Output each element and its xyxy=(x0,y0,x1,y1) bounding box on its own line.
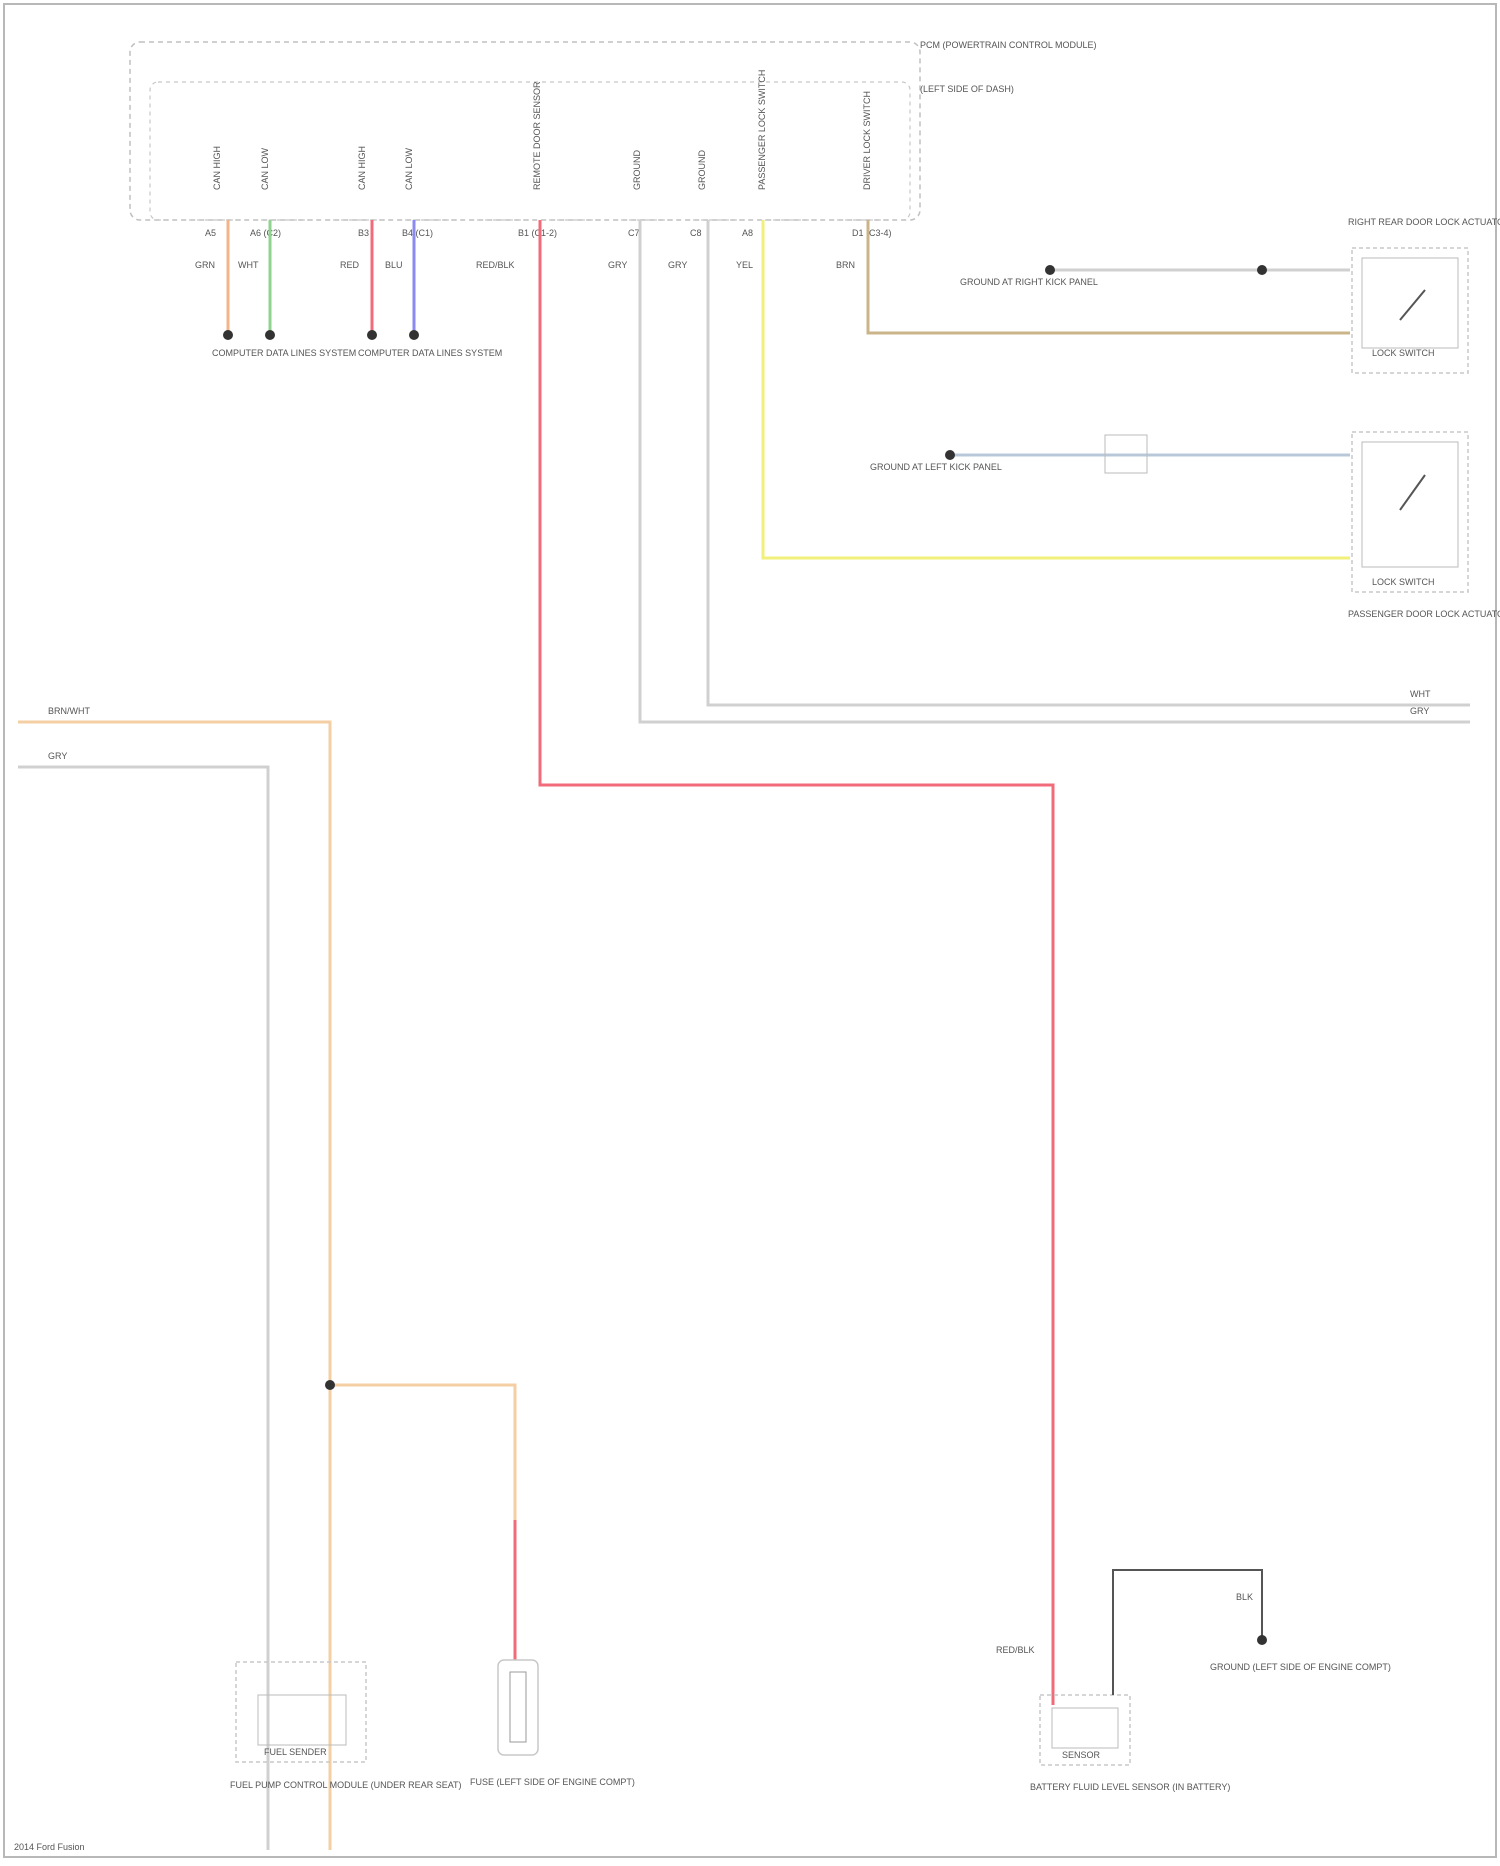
actuator1-sub: LOCK SWITCH xyxy=(1372,348,1435,358)
wire-label-3: RED xyxy=(340,260,360,270)
wire-label-7: GRY xyxy=(668,260,687,270)
batt-sub: SENSOR xyxy=(1062,1750,1101,1760)
terminal-label-4: B4 (C1) xyxy=(402,228,433,238)
wire-to-fuse xyxy=(330,1385,515,1520)
terminal-label-9: D1 (C3-4) xyxy=(852,228,892,238)
switch-contact xyxy=(1400,290,1425,320)
pin-label-5: REMOTE DOOR SENSOR xyxy=(532,81,542,190)
wire-gray-left xyxy=(18,767,268,1850)
wire-red-black-long xyxy=(540,220,1053,1705)
pin-label-1: CAN HIGH xyxy=(212,146,222,190)
actuator1-title: RIGHT REAR DOOR LOCK ACTUATOR xyxy=(1348,217,1500,227)
fuse-element xyxy=(510,1672,526,1742)
module-sub: (LEFT SIDE OF DASH) xyxy=(920,84,1014,94)
actuator2-sub: LOCK SWITCH xyxy=(1372,577,1435,587)
fuse-title: FUSE (LEFT SIDE OF ENGINE COMPT) xyxy=(470,1777,635,1787)
batt-blk-label: BLK xyxy=(1236,1592,1253,1602)
dest-label-1: COMPUTER DATA LINES SYSTEM xyxy=(212,348,356,358)
batt-ground-label: GROUND (LEFT SIDE OF ENGINE COMPT) xyxy=(1210,1662,1391,1672)
wire-label-9: BRN xyxy=(836,260,855,270)
wire-label-2: WHT xyxy=(238,260,259,270)
pin-label-4: CAN LOW xyxy=(404,147,414,190)
batt-title: BATTERY FLUID LEVEL SENSOR (IN BATTERY) xyxy=(1030,1782,1230,1792)
pin-label-2: CAN LOW xyxy=(260,147,270,190)
pin-label-8: PASSENGER LOCK SWITCH xyxy=(757,70,767,190)
right-label-2: GRY xyxy=(1410,706,1429,716)
ground-dot xyxy=(1257,265,1267,275)
fuse-block: FUSE (LEFT SIDE OF ENGINE COMPT) xyxy=(470,1660,635,1787)
switch-box xyxy=(1362,442,1458,567)
actuator2-ground: GROUND AT LEFT KICK PANEL xyxy=(870,462,1002,472)
footer-label: 2014 Ford Fusion xyxy=(14,1842,85,1852)
terminal-label-3: B3 xyxy=(358,228,369,238)
can-lines-group-1: COMPUTER DATA LINES SYSTEM xyxy=(212,220,356,358)
module-title: PCM (POWERTRAIN CONTROL MODULE) xyxy=(920,40,1097,50)
pin-label-7: GROUND xyxy=(697,150,707,190)
ground-dot xyxy=(945,450,955,460)
input-label-1: BRN/WHT xyxy=(48,706,90,716)
passenger-actuator: PASSENGER DOOR LOCK ACTUATOR LOCK SWITCH… xyxy=(870,432,1500,619)
batt-sensor-box xyxy=(1052,1708,1118,1748)
switch-contact xyxy=(1400,475,1425,510)
fpc-sender-box xyxy=(258,1695,346,1745)
wire-light-orange xyxy=(18,722,330,1850)
actuator1-ground: GROUND AT RIGHT KICK PANEL xyxy=(960,277,1098,287)
dest-label-2: COMPUTER DATA LINES SYSTEM xyxy=(358,348,502,358)
terminal-label-8: A8 xyxy=(742,228,753,238)
right-label-1: WHT xyxy=(1410,689,1431,699)
pin-label-9: DRIVER LOCK SWITCH xyxy=(862,91,872,190)
wire-gray-2 xyxy=(708,220,1470,705)
actuator-box xyxy=(1352,432,1468,592)
fuel-pump-module: FUEL SENDER FUEL PUMP CONTROL MODULE (UN… xyxy=(230,1662,462,1790)
ground-dot xyxy=(1045,265,1055,275)
batt-ground-wire xyxy=(1113,1570,1262,1695)
splice-dot xyxy=(367,330,377,340)
wire-label-5: RED/BLK xyxy=(476,260,515,270)
splice-dot xyxy=(223,330,233,340)
fuse-box xyxy=(498,1660,538,1755)
terminal-label-5: B1 (C1-2) xyxy=(518,228,557,238)
terminal-label-2: A6 (C2) xyxy=(250,228,281,238)
wire-label-8: YEL xyxy=(736,260,753,270)
fpc-title: FUEL PUMP CONTROL MODULE (UNDER REAR SEA… xyxy=(230,1780,462,1790)
pin-label-6: GROUND xyxy=(632,150,642,190)
terminal-label-6: C7 xyxy=(628,228,640,238)
input-label-2: GRY xyxy=(48,751,67,761)
wire-label-4: BLU xyxy=(385,260,403,270)
terminal-label-7: C8 xyxy=(690,228,702,238)
wire-label-6: GRY xyxy=(608,260,627,270)
splice-dot xyxy=(325,1380,335,1390)
actuator2-title: PASSENGER DOOR LOCK ACTUATOR xyxy=(1348,609,1500,619)
wire-label-1: GRN xyxy=(195,260,215,270)
switch-box xyxy=(1362,258,1458,348)
splice-dot xyxy=(409,330,419,340)
splice-dot xyxy=(265,330,275,340)
pin-label-3: CAN HIGH xyxy=(357,146,367,190)
batt-ground-dot xyxy=(1257,1635,1267,1645)
terminal-label-1: A5 xyxy=(205,228,216,238)
wire-tan xyxy=(868,220,1350,333)
module-outer-box xyxy=(130,42,920,220)
right-rear-actuator: RIGHT REAR DOOR LOCK ACTUATOR LOCK SWITC… xyxy=(960,217,1500,373)
fpc-sub: FUEL SENDER xyxy=(264,1747,327,1757)
ctr-wire-label: RED/BLK xyxy=(996,1645,1035,1655)
can-lines-group-2: COMPUTER DATA LINES SYSTEM xyxy=(358,220,502,358)
battery-sensor: SENSOR BATTERY FLUID LEVEL SENSOR (IN BA… xyxy=(1030,1570,1391,1792)
